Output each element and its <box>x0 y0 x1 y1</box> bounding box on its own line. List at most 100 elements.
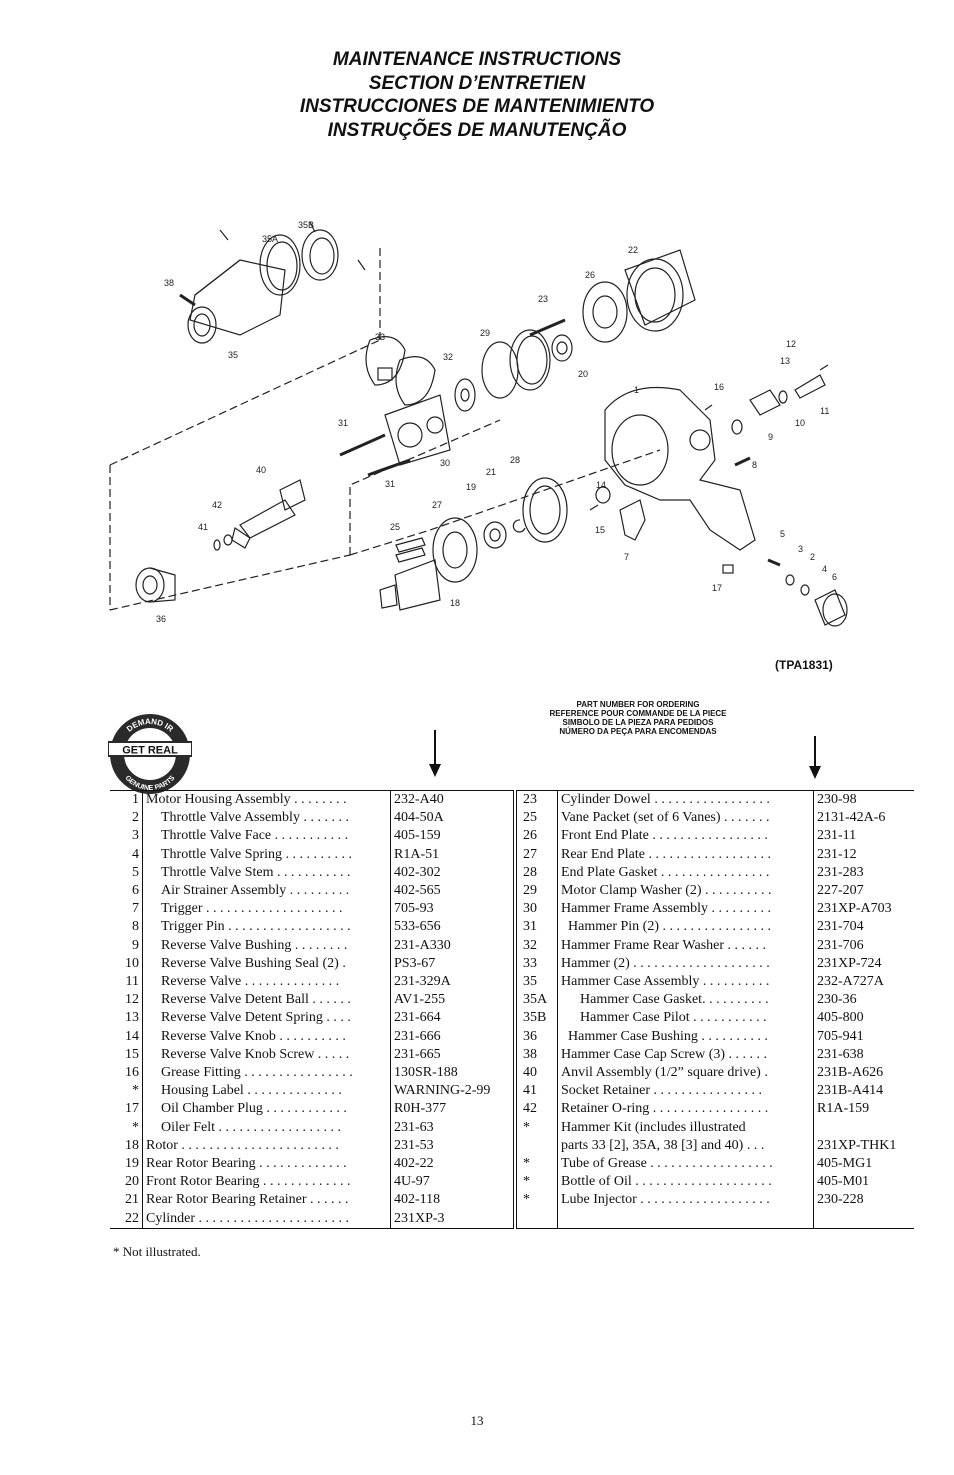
callout-18: 18 <box>450 598 460 608</box>
part-description: Rear Rotor Bearing Retainer . . . . . . <box>142 1191 391 1210</box>
callout-15: 15 <box>595 525 605 535</box>
part-number: 231-666 <box>394 1028 441 1044</box>
part-number: 230-36 <box>817 992 857 1008</box>
item-number: 11 <box>110 973 143 992</box>
part-number: AV1-255 <box>394 992 446 1008</box>
item-number: 33 <box>513 954 558 974</box>
part-description: Reverse Valve . . . . . . . . . . . . . … <box>142 973 391 992</box>
item-number: 7 <box>110 900 143 919</box>
part-number: 2131-42A-6 <box>817 810 886 826</box>
callout-5: 5 <box>780 529 785 539</box>
part-number: 231XP-A703 <box>817 901 892 917</box>
part-description: Hammer Case Assembly . . . . . . . . . . <box>557 973 814 992</box>
part-number: 231-638 <box>817 1046 864 1062</box>
part-description: Reverse Valve Knob . . . . . . . . . . <box>142 1027 391 1046</box>
part-description: Hammer Case Gasket. . . . . . . . . . <box>557 991 814 1010</box>
part-number: 402-302 <box>394 864 441 880</box>
part-number: 405-M01 <box>817 1174 870 1190</box>
callout-14: 14 <box>596 480 606 490</box>
part-description: Throttle Valve Stem . . . . . . . . . . … <box>142 863 391 883</box>
callout-35b: 35B <box>298 220 314 230</box>
callout-36: 36 <box>156 614 166 624</box>
item-number: * <box>110 1082 143 1101</box>
part-description: Reverse Valve Bushing . . . . . . . . <box>142 936 391 955</box>
page-number: 13 <box>470 1413 484 1428</box>
callout-30: 30 <box>440 458 450 468</box>
item-number <box>513 1209 558 1229</box>
item-number: 30 <box>513 900 558 919</box>
callout-13: 13 <box>780 356 790 366</box>
callout-10: 10 <box>795 418 805 428</box>
callout-35a: 35A <box>262 234 278 244</box>
part-number: 402-565 <box>394 883 441 899</box>
part-description: Throttle Valve Face . . . . . . . . . . … <box>142 827 391 846</box>
exploded-view-diagram: 35B 35A 38 35 33 32 29 23 26 22 20 12 13… <box>109 220 848 627</box>
part-number <box>814 1119 915 1137</box>
part-description: Reverse Valve Knob Screw . . . . . <box>142 1045 391 1065</box>
part-description: Lube Injector . . . . . . . . . . . . . … <box>557 1191 814 1210</box>
item-number: 18 <box>110 1136 143 1156</box>
part-description: Rotor . . . . . . . . . . . . . . . . . … <box>142 1136 391 1156</box>
part-description: Cylinder Dowel . . . . . . . . . . . . .… <box>557 790 814 810</box>
item-number: 41 <box>513 1082 558 1101</box>
part-number: 402-22 <box>394 1156 434 1172</box>
page-titles: MAINTENANCE INSTRUCTIONS SECTION D’ENTRE… <box>0 48 954 142</box>
callout-26: 26 <box>585 270 595 280</box>
item-number: 20 <box>110 1173 143 1192</box>
item-number: 1 <box>110 790 143 810</box>
part-description: Rear Rotor Bearing . . . . . . . . . . .… <box>142 1155 391 1174</box>
part-number: 405-159 <box>394 828 441 844</box>
callout-20: 20 <box>578 369 588 379</box>
item-number: 10 <box>110 954 143 974</box>
callout-28: 28 <box>510 455 520 465</box>
part-number: 231-63 <box>394 1119 434 1135</box>
part-description: Vane Packet (set of 6 Vanes) . . . . . .… <box>557 809 814 828</box>
item-number: 29 <box>513 882 558 901</box>
item-number: 31 <box>513 918 558 937</box>
part-number: R0H-377 <box>394 1101 447 1117</box>
part-number: WARNING-2-99 <box>394 1083 491 1099</box>
part-number: R1A-159 <box>817 1101 870 1117</box>
item-number: 42 <box>513 1100 558 1119</box>
part-number: 231-283 <box>817 864 864 880</box>
callout-12: 12 <box>786 339 796 349</box>
callout-4: 4 <box>822 564 827 574</box>
part-number: 705-93 <box>394 901 434 917</box>
callout-11: 11 <box>820 406 829 416</box>
item-number: * <box>513 1118 558 1137</box>
diagram-callouts: 35B 35A 38 35 33 32 29 23 26 22 20 12 13… <box>156 220 837 624</box>
callout-31-upper: 31 <box>338 418 348 428</box>
item-number: * <box>513 1173 558 1192</box>
arrow-down-icon <box>809 736 821 779</box>
item-number: * <box>110 1118 143 1137</box>
get-real-logo: DEMAND IR GET REAL GENUINE PARTS <box>108 714 192 794</box>
part-number: 231-329A <box>394 974 451 990</box>
callout-25: 25 <box>390 522 400 532</box>
part-description: Housing Label . . . . . . . . . . . . . … <box>142 1082 391 1101</box>
item-number: 32 <box>513 936 558 955</box>
order-header-spanish: SIMBOLO DE LA PIEZA PARA PEDIDOS <box>562 718 714 727</box>
item-number <box>513 1136 558 1156</box>
item-number: 28 <box>513 863 558 883</box>
part-number: 231-12 <box>817 846 857 862</box>
part-number: 405-800 <box>817 1010 864 1026</box>
title-portuguese: INSTRUÇÕES DE MANUTENÇÃO <box>327 119 627 141</box>
item-number: 3 <box>110 827 143 846</box>
title-spanish: INSTRUCCIONES DE MANTENIMIENTO <box>299 96 655 117</box>
callout-38: 38 <box>164 278 174 288</box>
part-description: Anvil Assembly (1/2” square drive) . <box>557 1064 814 1083</box>
part-description: Socket Retainer . . . . . . . . . . . . … <box>557 1082 814 1101</box>
callout-22: 22 <box>628 245 638 255</box>
part-number: 231-11 <box>817 828 857 844</box>
part-description: Bottle of Oil . . . . . . . . . . . . . … <box>557 1173 814 1192</box>
part-description: Front Rotor Bearing . . . . . . . . . . … <box>142 1173 391 1192</box>
logo-center-text: GET REAL <box>122 745 178 757</box>
callout-7: 7 <box>624 552 629 562</box>
